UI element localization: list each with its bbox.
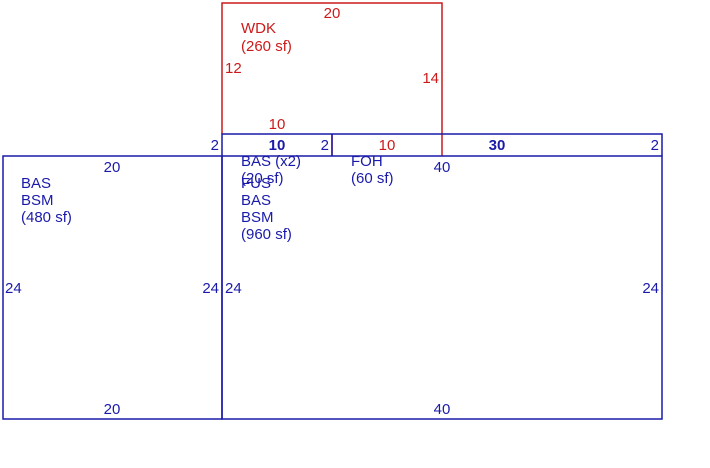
left-area-label-1: BAS — [21, 175, 51, 192]
dim-wdk-bottom: 10 — [269, 116, 286, 133]
dim-main-bottom: 40 — [434, 401, 451, 418]
dim-main-side-right: 24 — [642, 280, 659, 297]
dim-wdk-top: 20 — [324, 5, 341, 22]
bas-x2-label-1: BAS (x2) — [241, 153, 301, 170]
bas-x2-label-2: (20 sf) — [241, 170, 284, 187]
wdk-label-1: WDK — [241, 20, 276, 37]
foh-label-2: (60 sf) — [351, 170, 394, 187]
main-area-label-1: FUS — [241, 175, 271, 192]
dim-strip-mid-end: 2 — [321, 137, 329, 154]
dim-strip-seg1: 10 — [269, 137, 286, 154]
dim-left-side-left: 24 — [5, 280, 22, 297]
dim-strip-seg3: 30 — [489, 137, 506, 154]
dim-left-side-right: 24 — [202, 280, 219, 297]
main-area-outline — [221, 155, 663, 420]
wdk-label-2: (260 sf) — [241, 38, 292, 55]
dim-wdk-right: 14 — [422, 70, 439, 87]
dim-left-bottom: 20 — [104, 401, 121, 418]
dim-strip-seg2: 10 — [379, 137, 396, 154]
dim-wdk-left: 12 — [225, 60, 242, 77]
main-area-label-2: BAS — [241, 192, 271, 209]
dim-main-top: 40 — [434, 159, 451, 176]
left-area-label-2: BSM — [21, 192, 54, 209]
foh-label-1: FOH — [351, 153, 383, 170]
main-area-label-3: BSM — [241, 209, 274, 226]
dim-main-side-left: 24 — [225, 280, 242, 297]
top-strip-outline — [221, 133, 663, 156]
left-area-label-3: (480 sf) — [21, 209, 72, 226]
main-area-label-4: (960 sf) — [241, 226, 292, 243]
dim-strip-left-end: 2 — [211, 137, 219, 154]
wdk-outline — [221, 2, 443, 156]
dim-strip-right-end: 2 — [651, 137, 659, 154]
dim-left-top: 20 — [104, 159, 121, 176]
